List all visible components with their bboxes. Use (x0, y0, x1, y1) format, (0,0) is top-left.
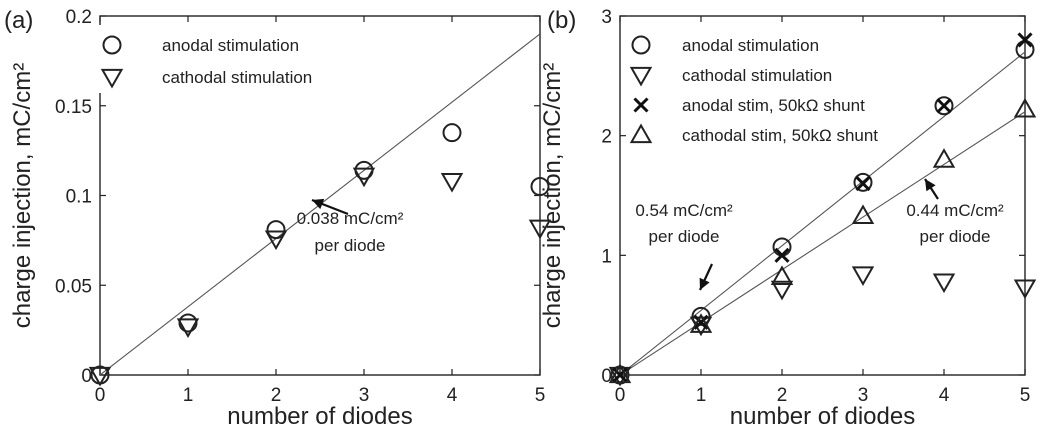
arrow-head (699, 277, 710, 290)
x-tick-label: 0 (95, 385, 106, 406)
data-point (932, 148, 956, 168)
data-point (691, 306, 711, 326)
data-point (936, 98, 952, 114)
x-tick-label: 5 (1020, 385, 1031, 406)
fit-line (620, 51, 1025, 375)
data-point (608, 363, 632, 384)
legend-marker (100, 68, 124, 89)
series-x (612, 32, 1033, 383)
x-tick-label: 2 (777, 385, 788, 406)
data-point (528, 219, 552, 240)
data-point (88, 366, 112, 387)
legend-marker (102, 35, 122, 55)
y-axis-label: charge injection, mC/cm² (539, 63, 566, 328)
data-point (932, 273, 956, 294)
y-tick-label: 3 (601, 7, 612, 28)
data-point (1017, 32, 1033, 48)
annotation-text: 0.54 mC/cm² (635, 201, 733, 220)
legend-label: anodal stim, 50kΩ shunt (682, 96, 865, 115)
data-point (772, 237, 792, 257)
y-tick-label: 0 (81, 366, 92, 387)
data-point (774, 247, 790, 263)
data-point (264, 230, 288, 251)
data-point (853, 172, 873, 192)
legend-marker (633, 97, 649, 113)
data-point (1013, 279, 1037, 300)
data-point (352, 167, 376, 188)
arrow-head (925, 179, 936, 192)
data-point (689, 313, 713, 333)
data-point (1013, 97, 1037, 118)
x-tick-label: 2 (271, 385, 282, 406)
legend-marker (629, 66, 653, 87)
annotation-text: per diode (315, 236, 386, 255)
y-tick-label: 0.15 (55, 97, 92, 118)
annotation-text: 0.038 mC/cm² (297, 209, 404, 228)
series-triangle-down (608, 266, 1037, 387)
arrow-head (312, 198, 325, 210)
legend-label: cathodal stimulation (162, 68, 312, 87)
legend-background (627, 26, 882, 150)
data-point (530, 177, 550, 197)
legend-marker (631, 35, 651, 55)
x-axis-label: number of diodes (227, 403, 412, 430)
data-point (770, 265, 794, 285)
data-point (693, 314, 709, 330)
data-point (851, 204, 875, 224)
data-point (612, 367, 628, 383)
legend-label: anodal stimulation (682, 36, 819, 55)
legend-background (98, 25, 353, 93)
data-point (770, 280, 794, 301)
annotation-text: per diode (649, 227, 720, 246)
legend-label: anodal stimulation (162, 36, 299, 55)
annotation-text: 0.44 mC/cm² (906, 201, 1004, 220)
legend-label: cathodal stim, 50kΩ shunt (682, 126, 878, 145)
x-tick-label: 1 (696, 385, 707, 406)
x-tick-label: 1 (183, 385, 194, 406)
legend-label: cathodal stimulation (682, 66, 832, 85)
data-point (178, 313, 198, 333)
panel-label: (b) (547, 7, 576, 34)
x-tick-label: 4 (447, 385, 458, 406)
panel-label: (a) (4, 7, 33, 34)
x-tick-label: 4 (939, 385, 950, 406)
annotation-text: per diode (920, 227, 991, 246)
x-axis-label: number of diodes (730, 403, 915, 430)
data-point (855, 175, 871, 192)
fit-line (620, 111, 1025, 375)
x-tick-label: 3 (359, 385, 370, 406)
series-triangle-up (608, 97, 1037, 384)
x-tick-label: 3 (858, 385, 869, 406)
x-tick-label: 5 (535, 385, 546, 406)
data-point (176, 318, 200, 339)
data-point (608, 366, 632, 387)
y-tick-label: 0 (601, 366, 612, 387)
data-point (442, 123, 462, 143)
y-axis-label: charge injection, mC/cm² (9, 63, 36, 328)
axes-box (619, 15, 1026, 376)
data-point (440, 173, 464, 193)
y-tick-label: 0.05 (55, 276, 92, 297)
y-tick-label: 0.2 (66, 7, 92, 28)
panel-a: 0 1 2 3 4 5 0 0.05 0.1 0.15 0.2 number of diodes cha… (4, 7, 552, 430)
x-tick-label: 0 (615, 385, 626, 406)
data-point (934, 96, 954, 116)
y-tick-label: 0.1 (66, 187, 92, 208)
data-point (851, 266, 875, 286)
series-triangle-down (88, 167, 552, 387)
data-point (266, 220, 286, 240)
y-tick-label: 1 (601, 246, 612, 267)
y-tick-label: 2 (601, 127, 612, 148)
legend-marker (629, 123, 653, 144)
